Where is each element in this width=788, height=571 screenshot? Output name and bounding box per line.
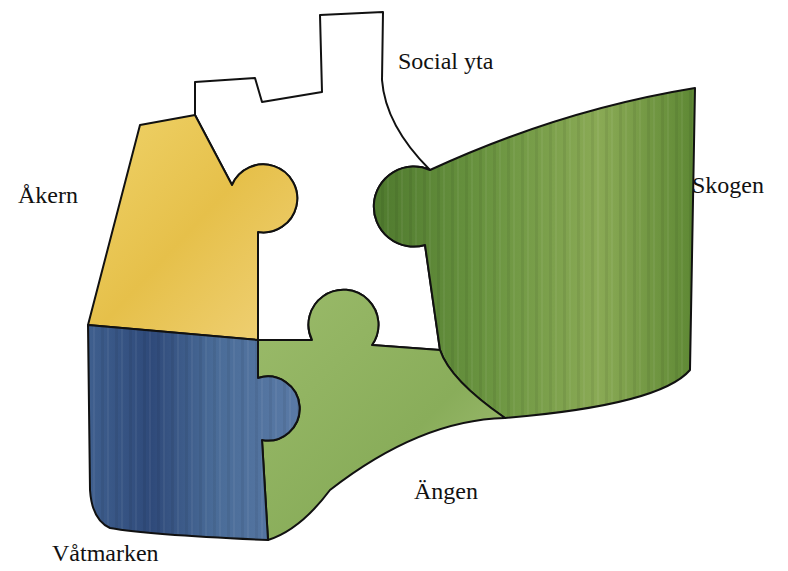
- region-label: Skogen: [692, 172, 764, 200]
- region-label: Åkern: [18, 182, 78, 210]
- region-label: Ängen: [414, 478, 478, 506]
- region-label: Våtmarken: [52, 540, 159, 568]
- region-label: Social yta: [398, 48, 493, 76]
